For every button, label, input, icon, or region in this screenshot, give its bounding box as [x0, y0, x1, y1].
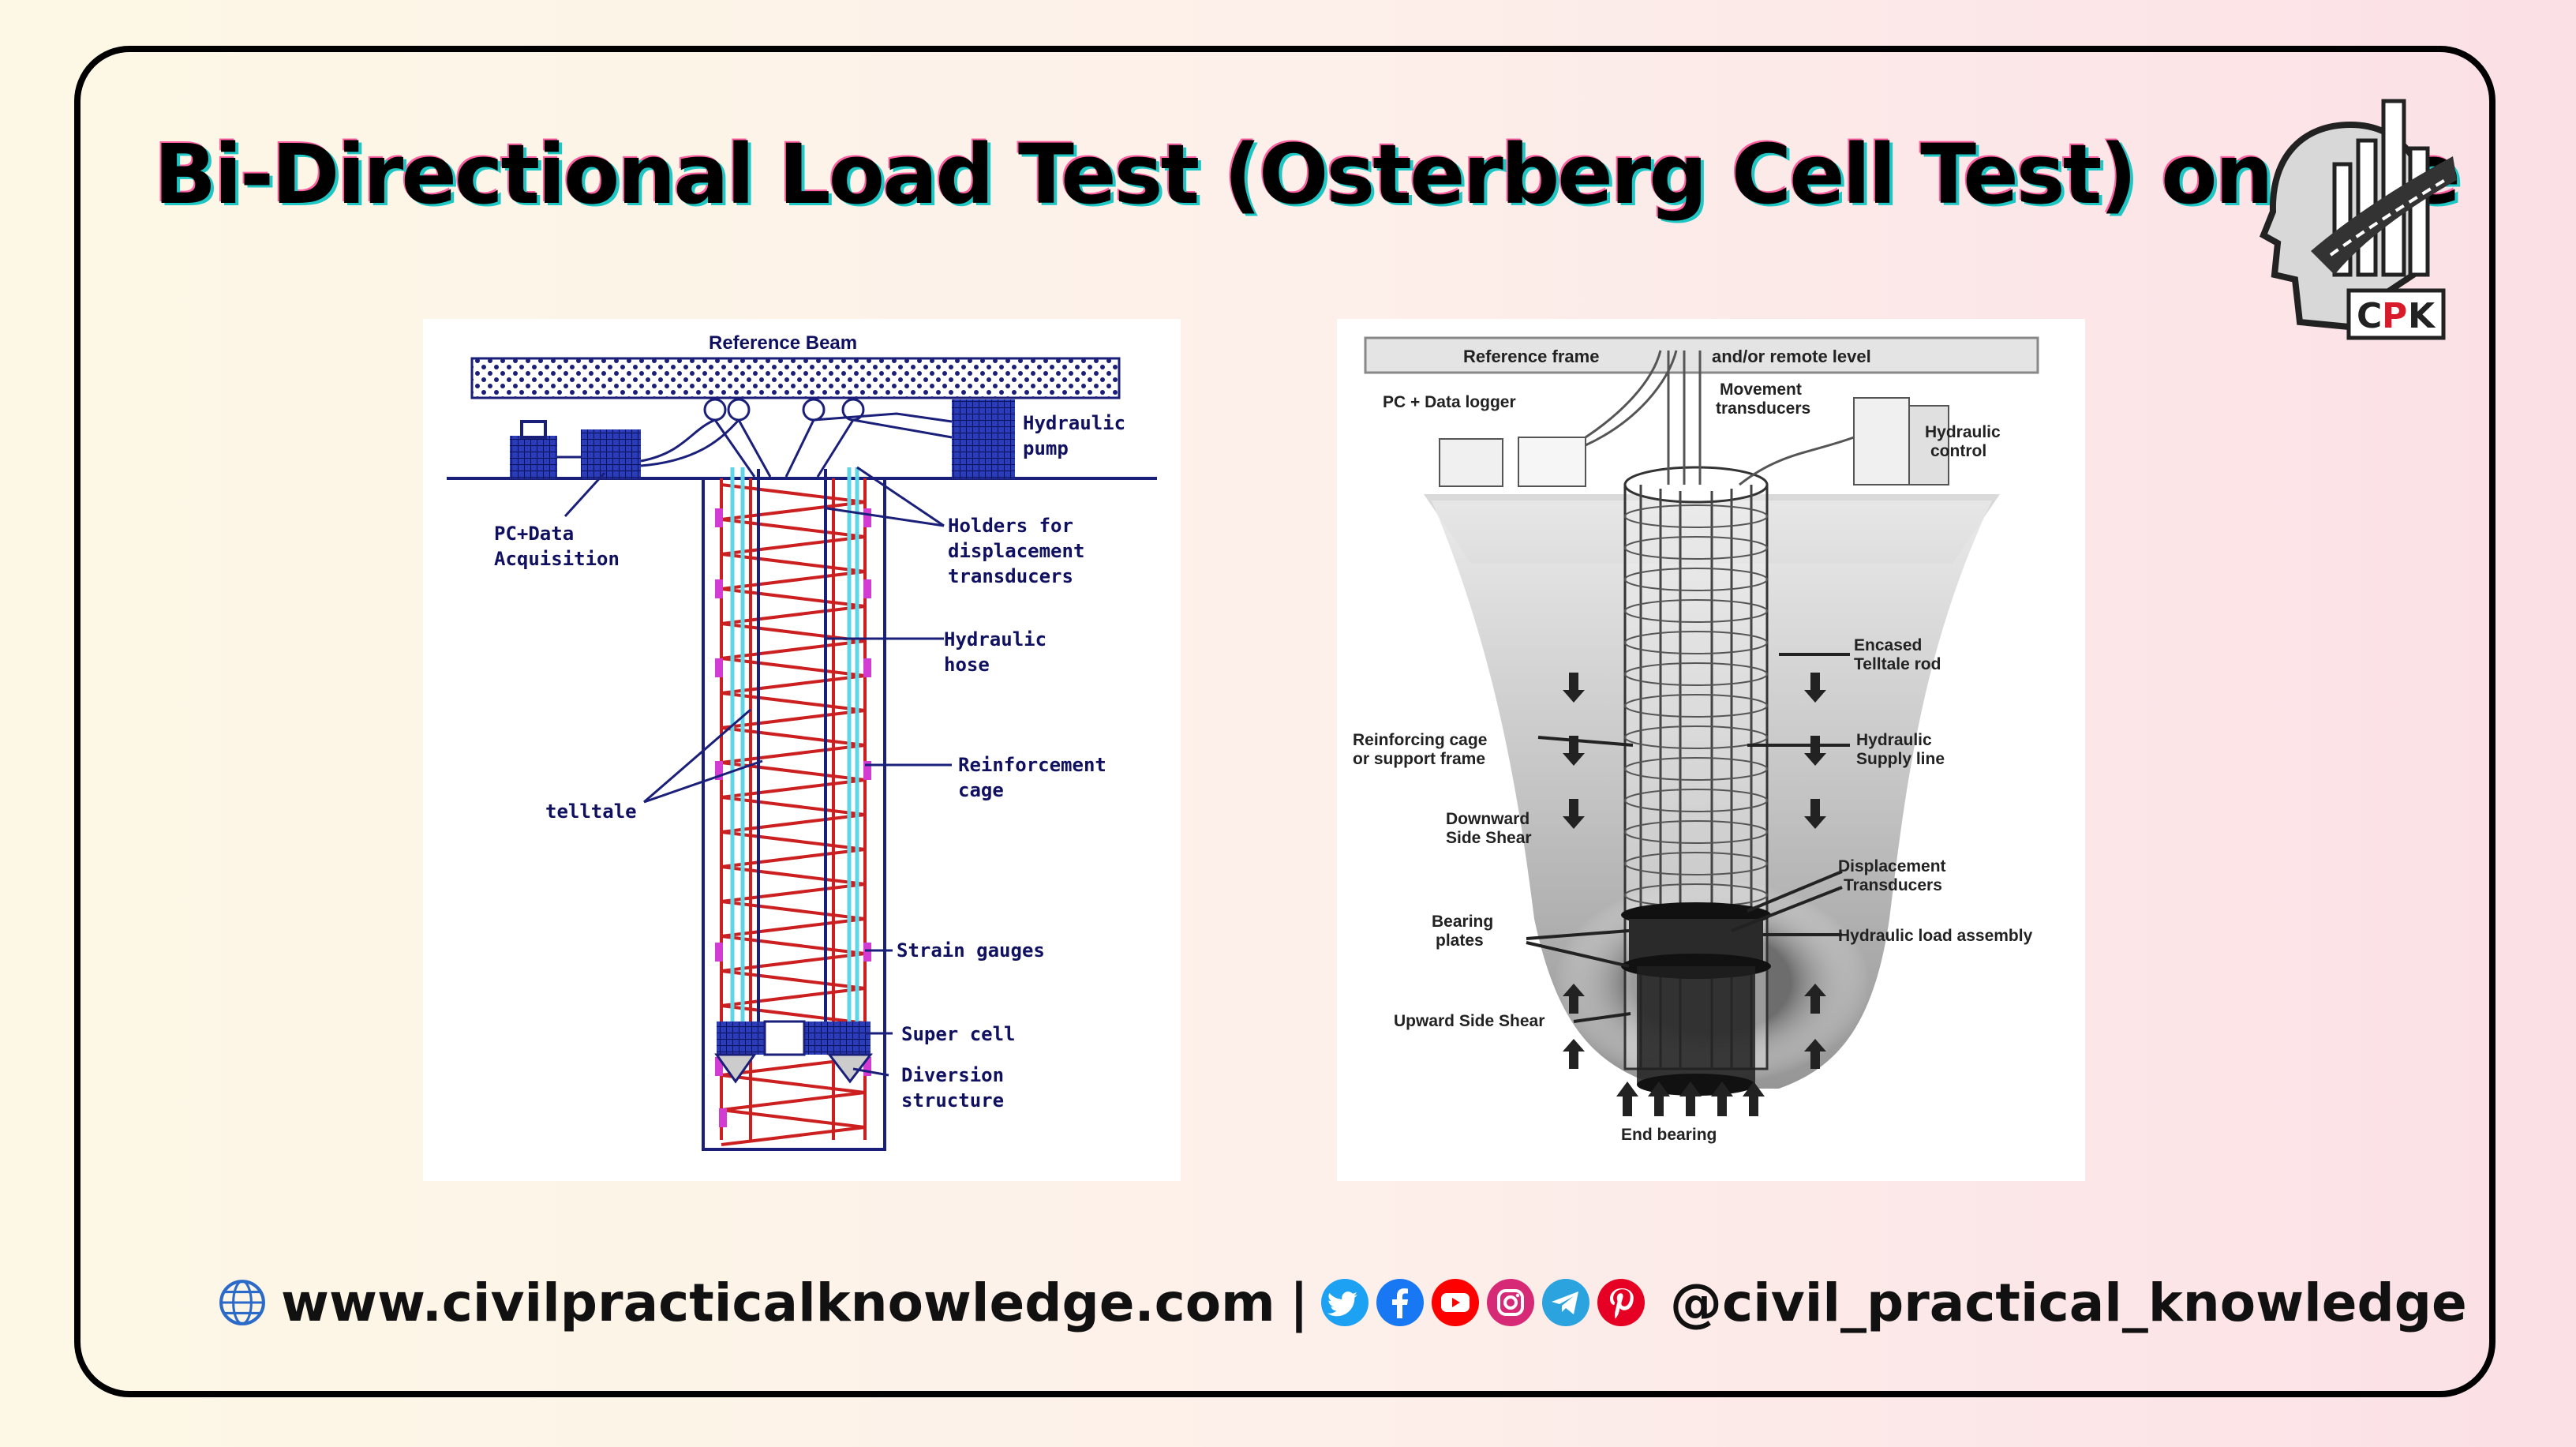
website-link[interactable]: www.civilpracticalknowledge.com: [281, 1273, 1275, 1333]
cpk-logo: C P K: [2256, 93, 2469, 346]
label-reinforcing-2: or support frame: [1353, 750, 1485, 768]
hydraulic-control-box: [1854, 398, 1909, 485]
label-downward-1: Downward: [1446, 810, 1530, 828]
label-hydraulic-control-2: control: [1930, 442, 1986, 460]
label-holders-2: displacement: [948, 540, 1084, 562]
reference-beam: [472, 358, 1119, 398]
pinterest-icon[interactable]: [1596, 1277, 1646, 1328]
label-downward-2: Side Shear: [1446, 829, 1532, 847]
label-holders-3: transducers: [948, 565, 1073, 587]
label-encased-1: Encased: [1854, 636, 1922, 654]
label-movement-1: Movement: [1720, 380, 1802, 399]
pc-box: [510, 436, 557, 478]
footer-separator: |: [1290, 1273, 1309, 1333]
label-hydraulic-pump-1: Hydraulic: [1023, 412, 1125, 434]
label-hydraulic-hose-2: hose: [944, 654, 990, 676]
twitter-icon[interactable]: [1320, 1277, 1370, 1328]
label-pc-data-2: Acquisition: [494, 548, 620, 570]
youtube-icon[interactable]: [1430, 1277, 1481, 1328]
label-super-cell: Super cell: [901, 1023, 1016, 1045]
label-reinforcing-1: Reinforcing cage: [1353, 731, 1487, 749]
instagram-icon[interactable]: [1485, 1277, 1536, 1328]
svg-text:P: P: [2382, 296, 2407, 336]
label-telltale: telltale: [545, 800, 637, 823]
label-reinforcement-1: Reinforcement: [958, 754, 1106, 776]
o-cell-3d-illustration: Reference frame and/or remote level: [1337, 319, 2085, 1181]
hydraulic-pump: [952, 399, 1015, 478]
label-hydraulic-control-1: Hydraulic: [1925, 423, 2001, 441]
label-reference-frame: Reference frame: [1463, 347, 1599, 366]
label-pc-data-1: PC+Data: [494, 523, 574, 545]
label-pc-logger: PC + Data logger: [1383, 393, 1516, 411]
globe-icon: [218, 1278, 267, 1327]
label-hydraulic-load: Hydraulic load assembly: [1838, 927, 2033, 945]
osterberg-cell-schematic: Reference Beam: [423, 319, 1181, 1181]
svg-text:C: C: [2357, 296, 2382, 336]
svg-text:K: K: [2408, 296, 2436, 336]
label-displacement-1: Displacement: [1838, 857, 1946, 875]
label-remote-level: and/or remote level: [1712, 347, 1871, 366]
label-bearing-2: plates: [1436, 932, 1484, 950]
facebook-icon[interactable]: [1375, 1277, 1425, 1328]
telegram-icon[interactable]: [1541, 1277, 1591, 1328]
social-handle[interactable]: @civil_practical_knowledge: [1670, 1273, 2467, 1333]
label-movement-2: transducers: [1716, 399, 1810, 418]
label-diversion-1: Diversion: [901, 1064, 1004, 1086]
label-holders-1: Holders for: [948, 515, 1073, 537]
label-end-bearing: End bearing: [1621, 1126, 1717, 1144]
label-hydraulic-supply-1: Hydraulic: [1856, 731, 1932, 749]
data-acquisition-box: [581, 429, 641, 478]
label-reference-beam: Reference Beam: [709, 332, 857, 354]
page-title: Bi-Directional Load Test (Osterberg Cell…: [154, 126, 2458, 223]
label-reinforcement-2: cage: [958, 779, 1004, 801]
label-hydraulic-pump-2: pump: [1023, 437, 1069, 459]
pc-logger: [1440, 439, 1503, 486]
label-hydraulic-supply-2: Supply line: [1856, 750, 1945, 768]
label-diversion-2: structure: [901, 1089, 1004, 1111]
footer: www.civilpracticalknowledge.com | @civil…: [218, 1263, 2467, 1342]
label-encased-2: Telltale rod: [1854, 655, 1941, 673]
label-bearing-1: Bearing: [1432, 913, 1493, 931]
label-upward-shear: Upward Side Shear: [1394, 1012, 1544, 1030]
label-displacement-2: Transducers: [1844, 876, 1942, 894]
label-hydraulic-hose-1: Hydraulic: [944, 628, 1046, 650]
label-strain-gauges: Strain gauges: [897, 939, 1045, 962]
